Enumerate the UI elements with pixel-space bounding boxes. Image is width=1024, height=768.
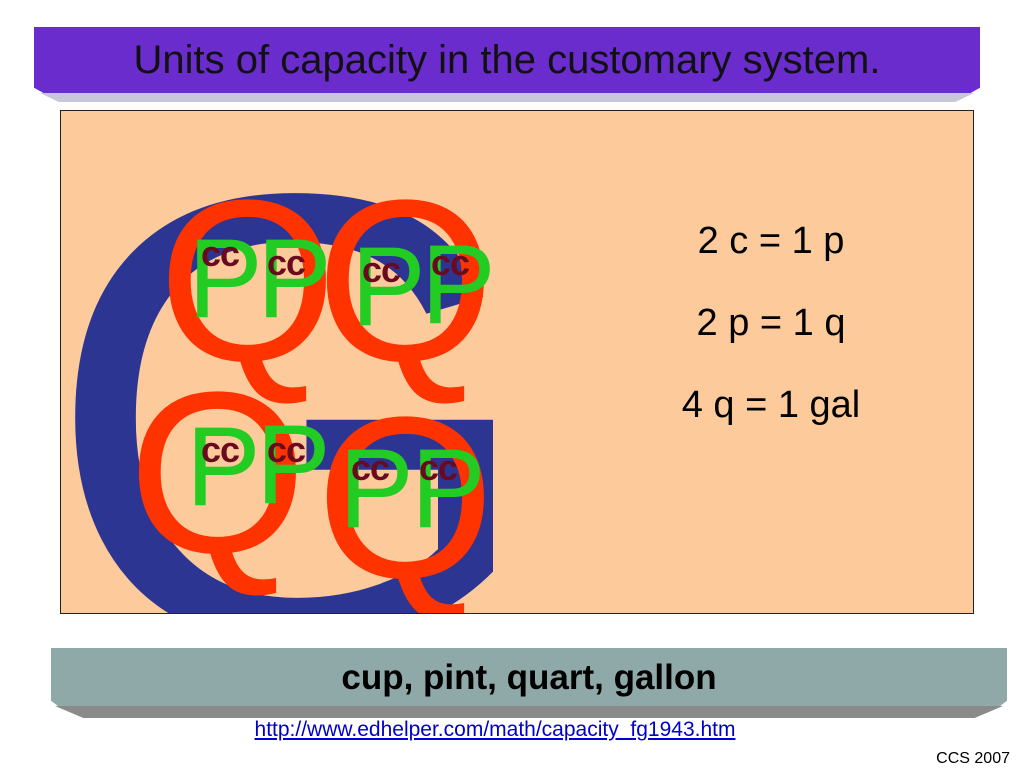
cup-letters: cc [267,242,306,283]
title-banner-shadow [40,93,974,102]
conversion-equations: 2 c = 1 p 2 p = 1 q 4 q = 1 gal [651,219,891,465]
title-banner [34,27,980,93]
units-summary: cup, pint, quart, gallon [341,658,717,697]
pint-letter: P [411,426,486,551]
pint-letter: P [421,222,496,347]
quart-letter: Q [158,152,337,409]
pint-letter: P [351,224,426,349]
slide-title: Units of capacity in the customary syste… [133,37,881,82]
summary-banner [51,648,1007,708]
cup-letters: cc [201,233,240,274]
equation-pints-to-quart: 2 p = 1 q [696,302,846,344]
capacity-diagram: G Q P cc P cc Q P cc P cc Q P cc P cc Q … [60,110,974,614]
summary-banner-shadow [55,706,1003,718]
source-link[interactable]: http://www.edhelper.com/math/capacity_fg… [254,718,736,741]
pint-letter: P [339,426,414,551]
pint-letter: P [186,404,261,529]
equation-quarts-to-gallon: 4 q = 1 gal [681,384,861,426]
cup-letters: cc [431,242,470,283]
pint-letter: P [256,402,331,527]
cup-letters: cc [267,429,306,470]
gallon-letter: G [60,110,541,614]
cup-letters: cc [351,447,390,488]
quart-letter: Q [316,369,495,614]
equation-cups-to-pint: 2 c = 1 p [697,220,845,262]
quart-letter: Q [128,344,307,601]
pint-letter: P [188,216,263,341]
cup-letters: cc [419,447,458,488]
pint-letter: P [257,216,332,341]
cup-letters: cc [201,429,240,470]
cup-letters: cc [362,249,401,290]
credit-text: CCS 2007 [936,750,1010,767]
quart-letter: Q [316,152,495,409]
